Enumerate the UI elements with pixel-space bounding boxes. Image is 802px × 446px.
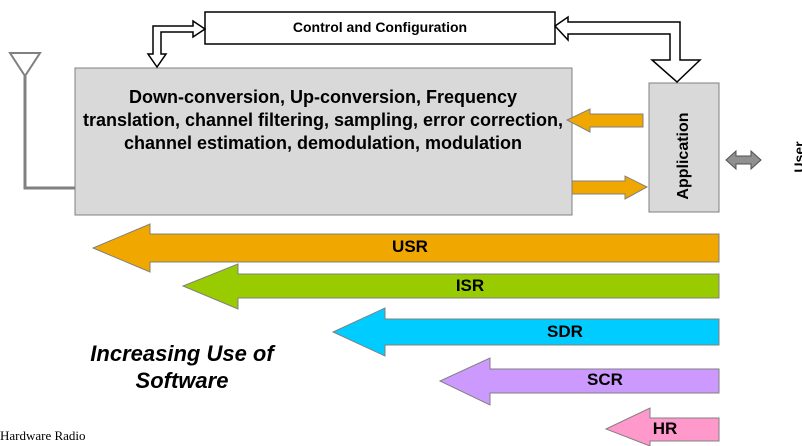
antenna-icon xyxy=(8,52,42,78)
band-arrow-isr xyxy=(181,263,720,310)
control-config-label: Control and Configuration xyxy=(292,19,468,35)
band-label-scr: SCR xyxy=(587,370,623,389)
main-processing-block xyxy=(74,67,573,216)
control-config-box xyxy=(204,11,556,45)
band-label-usr: USR xyxy=(392,237,428,256)
band-arrow-scr xyxy=(438,357,720,406)
band-label-hr: HR xyxy=(652,419,678,438)
application-user-arrow xyxy=(725,149,762,171)
main-to-app-arrow xyxy=(571,175,649,200)
application-label: Application xyxy=(675,112,692,200)
increasing-software-label: Increasing Use of Software xyxy=(90,341,274,393)
app-to-main-arrow xyxy=(565,108,644,133)
band-arrow-usr xyxy=(91,223,720,273)
main-block-text: Down-conversion, Up-conversion, Frequenc… xyxy=(82,87,564,153)
hardware-radio-footnote: Hardware Radio xyxy=(0,428,86,443)
band-arrow-sdr xyxy=(331,307,720,357)
control-left-arrow xyxy=(146,19,207,69)
antenna-feed-line xyxy=(23,76,75,190)
band-label-sdr: SDR xyxy=(547,322,583,341)
band-arrow-hr xyxy=(604,407,720,446)
control-right-arrow xyxy=(553,15,702,84)
application-block xyxy=(648,82,720,213)
user-label: User xyxy=(791,141,802,173)
band-label-isr: ISR xyxy=(455,276,485,295)
